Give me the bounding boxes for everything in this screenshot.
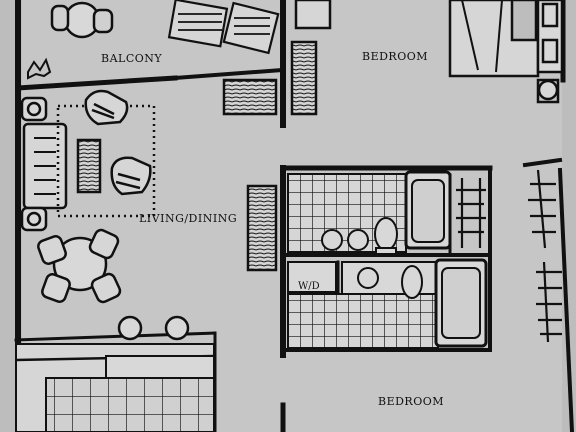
bedroom-top-dresser <box>536 0 564 104</box>
living-chairs <box>84 89 152 196</box>
coffee-table <box>76 138 102 194</box>
label-bedroom-top: BEDROOM <box>362 50 428 63</box>
bedroom-top-closet <box>222 0 332 116</box>
label-bedroom-bottom: BEDROOM <box>378 395 444 408</box>
plant-icon <box>27 57 52 80</box>
kitchen-area <box>15 343 215 432</box>
living-closet-door <box>246 184 278 272</box>
bathroom-2 <box>287 258 488 349</box>
balcony-table-set <box>50 1 114 39</box>
label-balcony: BALCONY <box>101 52 162 65</box>
dining-table-set <box>37 228 122 304</box>
living-sofa <box>20 96 68 232</box>
bathroom-1 <box>287 170 452 255</box>
label-living-dining: LIVING/DINING <box>139 212 237 225</box>
bedroom-top-bed <box>448 0 540 78</box>
label-washer-dryer: W/D <box>298 281 320 292</box>
balcony-loungers <box>167 0 280 55</box>
bar-stools <box>117 315 190 341</box>
closet-shelving <box>456 169 562 343</box>
